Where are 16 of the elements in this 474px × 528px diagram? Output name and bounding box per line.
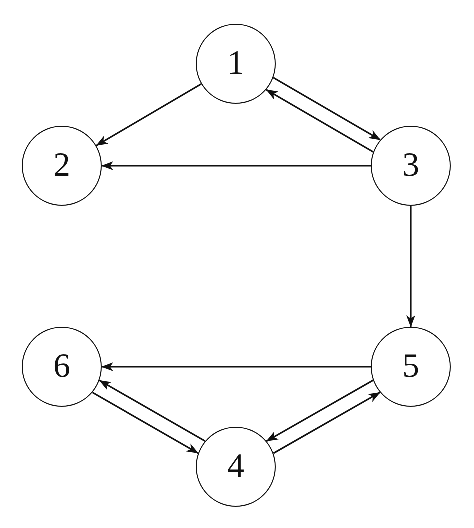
arrow — [266, 89, 374, 153]
arrow — [266, 380, 374, 442]
node-label: 1 — [228, 47, 244, 81]
node-label: 2 — [54, 149, 70, 183]
arrow — [406, 206, 416, 328]
node-label: 3 — [402, 149, 420, 183]
arrow — [273, 77, 381, 141]
arrow — [102, 362, 371, 372]
arrow — [99, 380, 206, 442]
arrow — [273, 392, 381, 454]
node-label: 5 — [402, 350, 420, 384]
arrow — [92, 392, 199, 454]
arrow — [102, 162, 371, 170]
node-label: 4 — [228, 450, 244, 484]
arrow — [96, 84, 202, 146]
node-label: 6 — [54, 350, 70, 384]
